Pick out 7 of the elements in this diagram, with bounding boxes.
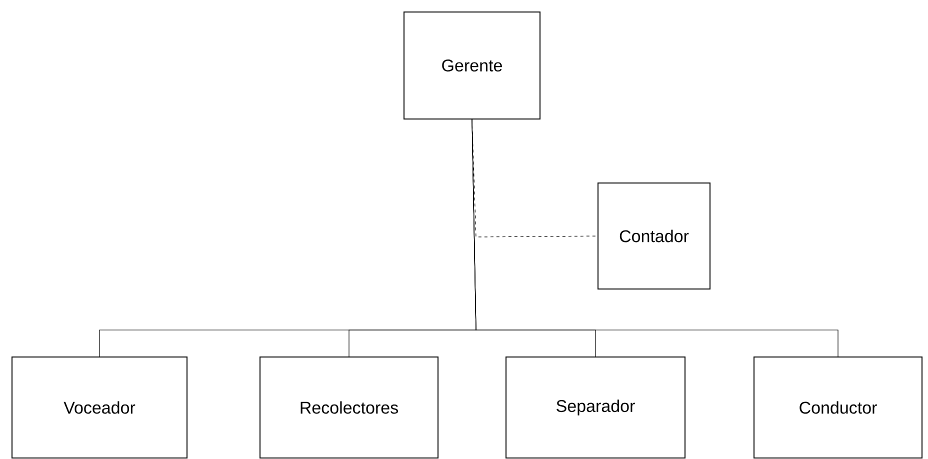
org-box: Gerente — [404, 12, 540, 120]
org-box: Recolectores — [260, 356, 438, 458]
connector-line — [472, 119, 838, 357]
org-box: Conductor — [754, 356, 922, 458]
org-box: Voceador — [12, 356, 188, 458]
org-box: Separador — [506, 356, 686, 458]
org-box: Contador — [598, 182, 710, 290]
